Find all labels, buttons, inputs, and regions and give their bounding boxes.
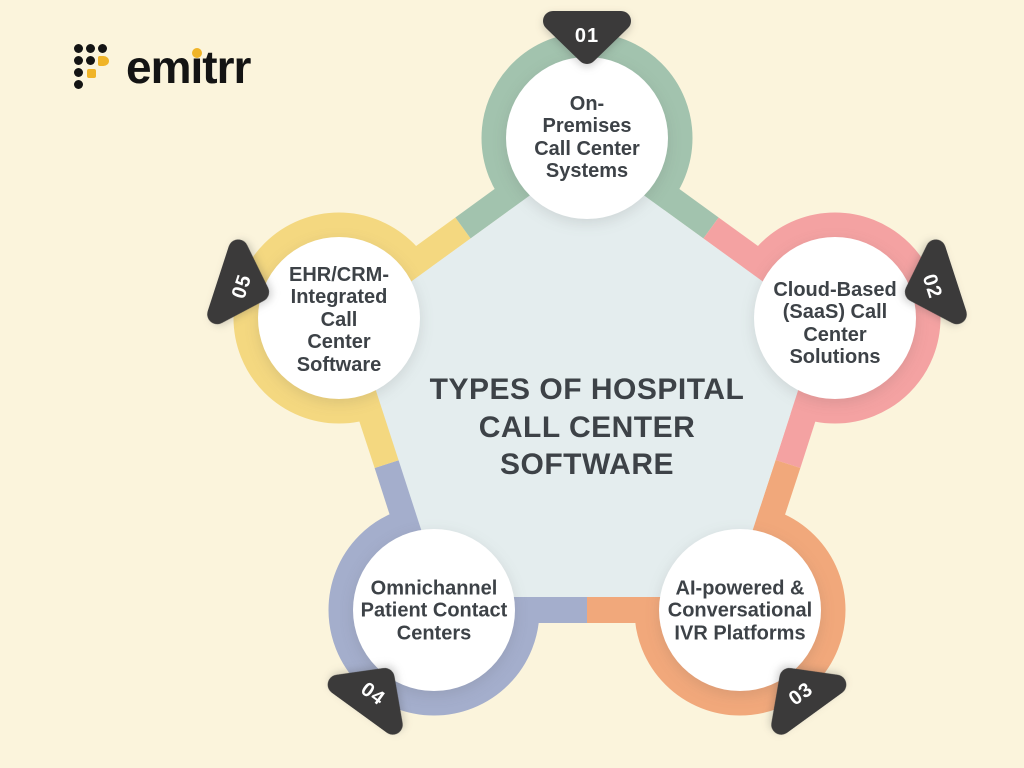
badge-05: 05	[207, 239, 270, 325]
brand-name: emitrr	[126, 41, 251, 93]
center-pentagon	[354, 154, 820, 597]
emitrr-dots-icon	[74, 44, 116, 90]
badges: 01 02 03 04 05	[207, 11, 967, 735]
brand-wordmark: emitrr	[126, 41, 251, 93]
node-circle-03	[659, 529, 821, 691]
badge-03: 03	[771, 667, 847, 735]
badge-01: 01	[543, 11, 631, 64]
badge-02: 02	[904, 239, 967, 325]
node-circle-05	[258, 237, 420, 399]
node-label-05: EHR/CRM- Integrated Call Center Software	[289, 264, 389, 376]
brand-logo: emitrr	[74, 41, 251, 93]
node-circle-04	[353, 529, 515, 691]
badge-03-shape	[771, 667, 847, 735]
badge-04-shape	[327, 667, 403, 735]
node-label-01: On- Premises Call Center Systems	[534, 93, 640, 183]
node-label-04: Omnichannel Patient Contact Centers	[360, 577, 508, 645]
node-label-02: Cloud-Based (SaaS) Call Center Solutions	[773, 279, 897, 369]
badge-05-shape	[207, 239, 270, 325]
page-title: TYPES OF HOSPITAL CALL CENTER SOFTWARE	[429, 372, 745, 481]
node-circle-02	[754, 237, 916, 399]
badge-04: 04	[327, 667, 403, 735]
node-label-03: AI-powered & Conversational IVR Platform…	[667, 577, 813, 645]
node-circles	[258, 57, 916, 691]
badge-01-number: 01	[575, 25, 599, 47]
badge-02-shape	[904, 239, 967, 325]
brand-i-dot	[192, 48, 202, 58]
badge-01-shape	[543, 11, 631, 64]
node-circle-01	[506, 57, 668, 219]
